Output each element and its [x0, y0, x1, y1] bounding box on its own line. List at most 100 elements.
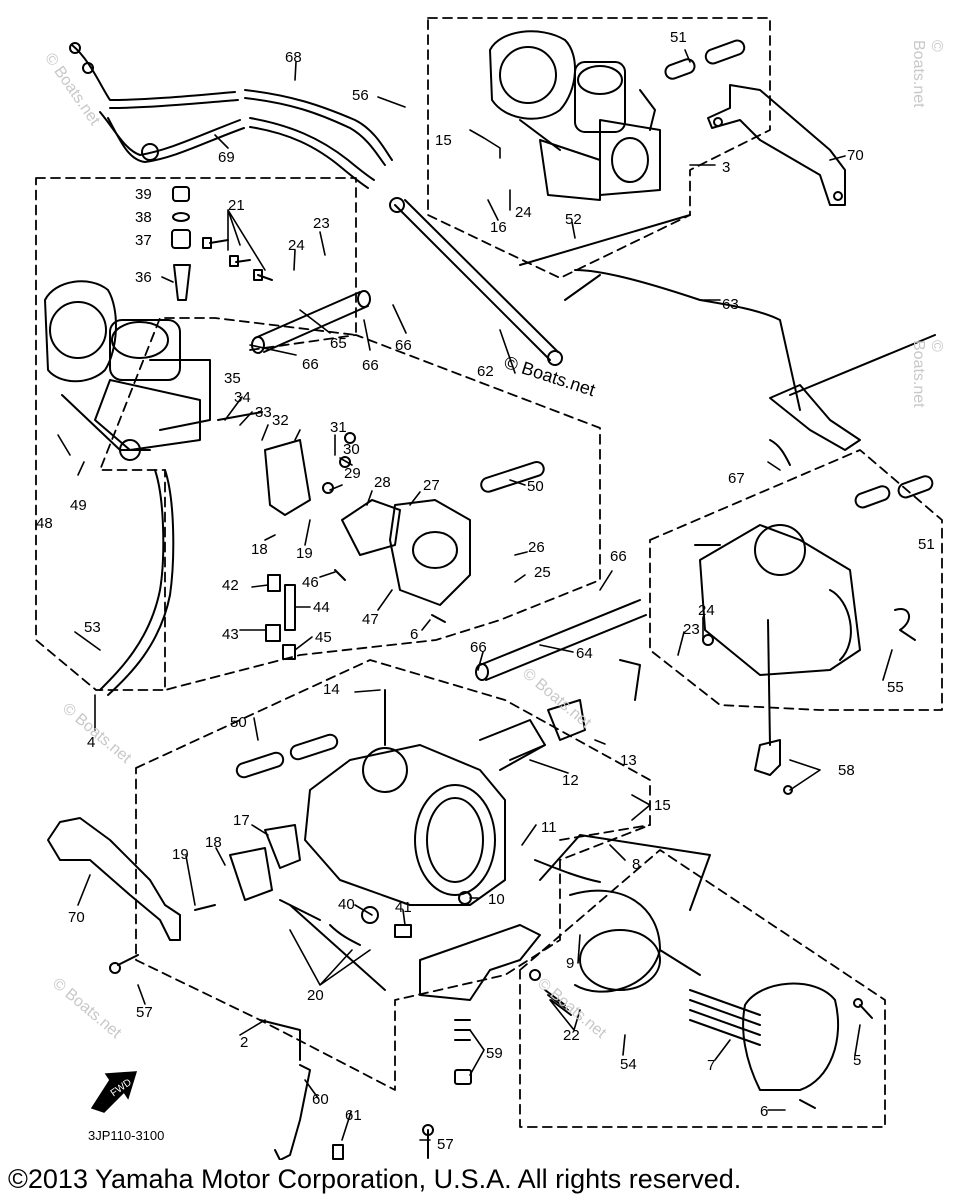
- cover-7: [689, 982, 840, 1091]
- callout-70b: 70: [68, 909, 85, 926]
- bracket-70-top: [707, 84, 846, 206]
- bracket-70-bottom: [47, 817, 181, 941]
- callout-29: 29: [344, 465, 361, 482]
- clips-55-67: [769, 439, 916, 641]
- callout-17: 17: [233, 812, 250, 829]
- callout-50b: 50: [230, 714, 247, 731]
- callout-23b: 23: [683, 621, 700, 638]
- callout-19b: 19: [172, 846, 189, 863]
- callout-38: 38: [135, 209, 152, 226]
- carburetor-2: [304, 659, 641, 906]
- copyright-notice: ©2013 Yamaha Motor Corporation, U.S.A. A…: [8, 1164, 742, 1194]
- callout-24a: 24: [515, 204, 532, 221]
- callout-15a: 15: [435, 132, 452, 149]
- callout-32: 32: [272, 412, 289, 429]
- callout-30: 30: [343, 441, 360, 458]
- carburetor-exploded-diagram: [35, 17, 943, 1160]
- parts-17-20: [194, 824, 412, 991]
- callout-62: 62: [477, 363, 494, 380]
- callout-3: 3: [722, 159, 731, 176]
- callout-15b: 15: [654, 797, 671, 814]
- parts-36-39: [171, 186, 191, 301]
- callout-10: 10: [488, 891, 505, 908]
- hose-64: [475, 599, 647, 681]
- callout-9: 9: [566, 955, 575, 972]
- callout-57b: 57: [437, 1136, 454, 1153]
- callout-18a: 18: [251, 541, 268, 558]
- callout-24b: 24: [288, 237, 305, 254]
- callout-8: 8: [632, 856, 641, 873]
- fuel-lines-68-69: [69, 42, 393, 189]
- callout-22: 22: [563, 1027, 580, 1044]
- callout-55: 55: [887, 679, 904, 696]
- callout-56: 56: [352, 87, 369, 104]
- bracket-58: [754, 739, 793, 795]
- callout-26: 26: [528, 539, 545, 556]
- callout-44: 44: [313, 599, 330, 616]
- callout-57a: 57: [136, 1004, 153, 1021]
- callout-43: 43: [222, 626, 239, 643]
- callout-24c: 24: [698, 602, 715, 619]
- carburetor-4: [44, 280, 211, 461]
- callout-7: 7: [707, 1057, 716, 1074]
- callout-20: 20: [307, 987, 324, 1004]
- link-rod-62: [389, 197, 563, 366]
- callout-46: 46: [302, 574, 319, 591]
- callout-33: 33: [255, 404, 272, 421]
- callout-19a: 19: [296, 545, 313, 562]
- callout-45: 45: [315, 629, 332, 646]
- group-box-lines: [35, 17, 943, 1128]
- hoses-51-top: [664, 39, 746, 80]
- lever-60-61: [259, 1019, 344, 1160]
- callout-48: 48: [36, 515, 53, 532]
- callout-6a: 6: [410, 626, 419, 643]
- callout-51a: 51: [670, 29, 687, 46]
- callout-5: 5: [853, 1052, 862, 1069]
- parts-59: [454, 1019, 472, 1085]
- callout-68: 68: [285, 49, 302, 66]
- callout-37: 37: [135, 232, 152, 249]
- callout-12: 12: [562, 772, 579, 789]
- callout-66c: 66: [302, 356, 319, 373]
- callout-35: 35: [224, 370, 241, 387]
- callout-50a: 50: [527, 478, 544, 495]
- callout-59: 59: [486, 1045, 503, 1062]
- parts-28-35: [217, 411, 401, 556]
- callout-14: 14: [323, 681, 340, 698]
- callout-54: 54: [620, 1056, 637, 1073]
- screws-21: [202, 237, 273, 281]
- carburetor-right: [694, 524, 861, 746]
- callout-70a: 70: [847, 147, 864, 164]
- carburetor-3: [489, 30, 661, 201]
- hose-65: [251, 290, 371, 354]
- callout-21: 21: [228, 197, 245, 214]
- callout-16: 16: [490, 219, 507, 236]
- callout-52: 52: [565, 211, 582, 228]
- callout-65: 65: [330, 335, 347, 352]
- callout-2: 2: [240, 1034, 249, 1051]
- callout-40: 40: [338, 896, 355, 913]
- callout-6b: 6: [760, 1103, 769, 1120]
- drawing-code: 3JP110-3100: [88, 1128, 165, 1143]
- hose-53: [99, 469, 175, 696]
- callout-4: 4: [87, 734, 96, 751]
- callout-66b: 66: [362, 357, 379, 374]
- callout-61: 61: [345, 1107, 362, 1124]
- callout-34: 34: [234, 389, 251, 406]
- base-plate: [419, 891, 541, 1001]
- callout-66d: 66: [610, 548, 627, 565]
- callout-66a: 66: [395, 337, 412, 354]
- callout-53: 53: [84, 619, 101, 636]
- callout-67: 67: [728, 470, 745, 487]
- callout-23a: 23: [313, 215, 330, 232]
- callout-27: 27: [423, 477, 440, 494]
- leader-lines: [57, 49, 893, 1141]
- callout-31: 31: [330, 419, 347, 436]
- watermark-faint-3: © Boats.net: [910, 340, 945, 408]
- bolts-5-6: [431, 614, 873, 1109]
- callout-69: 69: [218, 149, 235, 166]
- callout-11: 11: [541, 819, 557, 836]
- bolts-57: [109, 954, 434, 1159]
- callout-47: 47: [362, 611, 379, 628]
- callout-18b: 18: [205, 834, 222, 851]
